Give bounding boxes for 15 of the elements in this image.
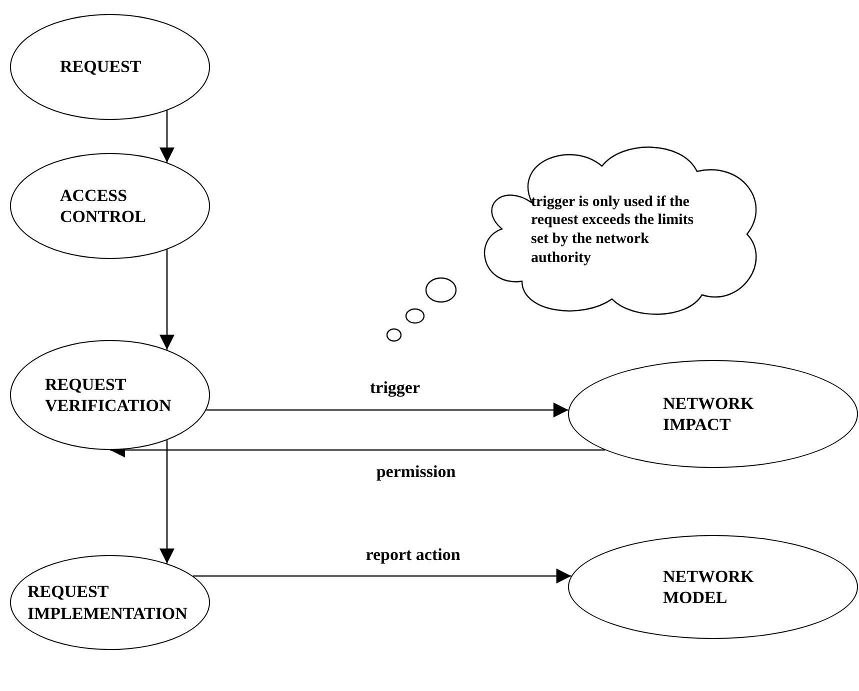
node-label: NETWORK MODEL — [663, 566, 755, 608]
arrow — [160, 250, 174, 350]
arrow — [206, 402, 568, 418]
edge-label: report action — [364, 545, 462, 565]
arrow — [160, 110, 174, 162]
node-label: REQUEST IMPLEMENTATION — [28, 581, 188, 624]
node-label: ACCESS CONTROL — [60, 184, 147, 228]
node-label: REQUEST — [60, 56, 142, 78]
arrow — [160, 440, 174, 564]
note-text: trigger is only used if the request exceeds the limits set by the network authority — [531, 192, 695, 268]
node-label: NETWORK IMPACT — [663, 392, 755, 436]
node-label: REQUEST VERIFICATION — [45, 374, 172, 416]
edge-label: trigger — [368, 378, 422, 398]
arrow — [193, 568, 572, 584]
edge-label: permission — [374, 462, 458, 482]
